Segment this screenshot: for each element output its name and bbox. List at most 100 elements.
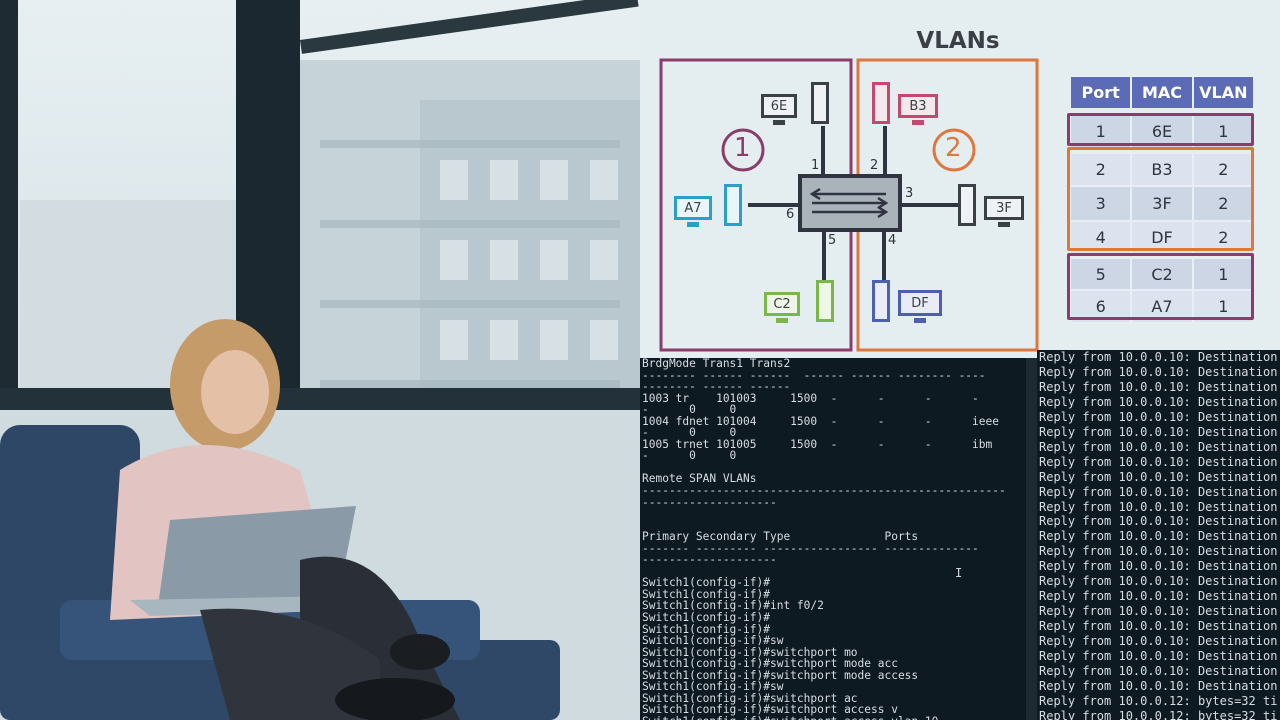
terminal-line: Reply from 10.0.0.10: Destination bbox=[1039, 559, 1278, 574]
table-cell: 3 bbox=[1070, 186, 1132, 221]
host-DF-label: DF bbox=[911, 295, 929, 311]
table-row: 5 C2 1 bbox=[1070, 258, 1254, 290]
table-header-row: Port MAC VLAN bbox=[1070, 76, 1254, 109]
terminal-line: Reply from 10.0.0.10: Destination bbox=[1039, 634, 1278, 649]
terminal-line: Reply from 10.0.0.10: Destination bbox=[1039, 350, 1278, 364]
terminal-line: ------- --------- ----------------- ----… bbox=[642, 541, 979, 555]
terminal-line: Reply from 10.0.0.10: Destination bbox=[1039, 514, 1278, 529]
terminal-line: -------- ------ ------ bbox=[642, 380, 791, 394]
host-6E: 6E bbox=[761, 82, 841, 128]
port-4-label: 4 bbox=[888, 233, 897, 248]
terminal-line: Reply from 10.0.0.10: Destination bbox=[1039, 664, 1278, 679]
terminal-line: - 0 0 bbox=[642, 426, 737, 440]
terminal-line: Switch1(config-if)#switchport mode acces… bbox=[642, 668, 919, 682]
terminal-line: Remote SPAN VLANs bbox=[642, 472, 757, 486]
terminal-line: Primary Secondary Type Ports bbox=[642, 530, 919, 544]
terminal-line: Reply from 10.0.0.10: Destination bbox=[1039, 469, 1278, 484]
monitor-icon: C2 bbox=[764, 292, 800, 316]
port-5-label: 5 bbox=[828, 233, 837, 248]
terminal-line: Switch1(config-if)#switchport access v bbox=[642, 703, 898, 717]
vlan-diagram-panel: 1 2 1 2 3 4 5 6 6E B3 A7 3F C2 DF bbox=[640, 0, 1280, 360]
terminal-divider bbox=[1026, 358, 1037, 720]
port-1-label: 1 bbox=[811, 158, 820, 173]
column-header-port: Port bbox=[1070, 76, 1132, 109]
background-photo bbox=[0, 0, 640, 720]
host-A7: A7 bbox=[674, 184, 754, 230]
terminal-line: Reply from 10.0.0.10: Destination bbox=[1039, 604, 1278, 619]
host-3F-label: 3F bbox=[996, 200, 1012, 216]
column-header-vlan: VLAN bbox=[1192, 76, 1254, 109]
monitor-icon: B3 bbox=[898, 94, 938, 118]
terminal-line: Switch1(config-if)#switchport ac bbox=[642, 691, 858, 705]
terminal-line: 1003 tr 101003 1500 - - - - bbox=[642, 391, 979, 405]
terminal-line: 1004 fdnet 101004 1500 - - - ieee bbox=[642, 414, 999, 428]
monitor-icon: A7 bbox=[674, 196, 712, 220]
terminal-line: Reply from 10.0.0.10: Destination bbox=[1039, 409, 1278, 424]
terminal-line: BrdgMode Trans1 Trans2 bbox=[642, 358, 791, 370]
host-A7-label: A7 bbox=[684, 200, 702, 216]
terminal-line: Reply from 10.0.0.10: Destination bbox=[1039, 379, 1278, 394]
port-3-label: 3 bbox=[905, 186, 914, 201]
terminal-line: Switch1(config-if)# bbox=[642, 611, 770, 625]
monitor-icon: DF bbox=[898, 290, 942, 316]
terminal-line: Reply from 10.0.0.10: Destination bbox=[1039, 424, 1278, 439]
terminal-line: Reply from 10.0.0.10: Destination bbox=[1039, 649, 1278, 664]
terminal-line: Reply from 10.0.0.10: Destination bbox=[1039, 544, 1278, 559]
terminal-line: Reply from 10.0.0.10: Destination bbox=[1039, 678, 1278, 693]
terminal-line: Reply from 10.0.0.10: Destination bbox=[1039, 439, 1278, 454]
terminal-line: ----------------------------------------… bbox=[642, 484, 1006, 498]
table-row: 2 B3 2 bbox=[1070, 153, 1254, 186]
diagram-title: VLANs bbox=[916, 28, 1000, 54]
tower-icon bbox=[811, 82, 829, 124]
table-cell: 3F bbox=[1131, 186, 1193, 221]
table-vlan-1-group bbox=[1067, 113, 1254, 146]
column-header-mac: MAC bbox=[1131, 76, 1193, 109]
port-6-label: 6 bbox=[786, 207, 795, 222]
terminal-line: Reply from 10.0.0.10: Destination bbox=[1039, 529, 1278, 544]
terminal-line: Reply from 10.0.0.10: Destination bbox=[1039, 394, 1278, 409]
monitor-icon: 3F bbox=[984, 196, 1024, 220]
host-C2-label: C2 bbox=[773, 296, 791, 312]
terminal-line: Reply from 10.0.0.12: bytes=32 ti bbox=[1039, 708, 1278, 720]
table-vlan-2-group bbox=[1067, 147, 1254, 251]
terminal-line: Reply from 10.0.0.10: Destination bbox=[1039, 484, 1278, 499]
terminal-line: Switch1(config-if)#switchport mode acc bbox=[642, 657, 898, 671]
table-cell: 1 bbox=[1192, 258, 1254, 290]
host-B3-label: B3 bbox=[909, 98, 927, 114]
switch-icon bbox=[798, 174, 902, 232]
vlan-1-label: 1 bbox=[734, 133, 751, 163]
terminal-line: Reply from 10.0.0.10: Destination bbox=[1039, 364, 1278, 379]
tower-icon bbox=[958, 184, 976, 226]
tower-icon bbox=[872, 82, 890, 124]
terminal-line: Reply from 10.0.0.10: Destination bbox=[1039, 454, 1278, 469]
host-B3: B3 bbox=[872, 82, 952, 128]
terminal-line: -------------------- bbox=[642, 553, 777, 567]
terminal-line: Reply from 10.0.0.10: Destination bbox=[1039, 589, 1278, 604]
tower-icon bbox=[872, 280, 890, 322]
vlan-topology-diagram bbox=[659, 58, 1039, 352]
terminal-line: -------------------- bbox=[642, 495, 777, 509]
table-cell: 2 bbox=[1192, 153, 1254, 186]
terminal-line: Reply from 10.0.0.10: Destination bbox=[1039, 574, 1278, 589]
vlan-1-badge bbox=[721, 128, 765, 172]
switch-console-terminal[interactable]: BrdgMode Trans1 Trans2-------- ------ --… bbox=[640, 358, 1026, 720]
terminal-line bbox=[642, 508, 1026, 520]
terminal-line: - 0 0 bbox=[642, 449, 737, 463]
terminal-line: -------- ------ ------ ------ ------ ---… bbox=[642, 368, 986, 382]
terminal-line: Switch1(config-if)#sw bbox=[642, 634, 784, 648]
table-cell: 2 bbox=[1192, 186, 1254, 221]
terminal-line: Switch1(config-if)# bbox=[642, 622, 770, 636]
terminal-line: Reply from 10.0.0.10: Destination bbox=[1039, 619, 1278, 634]
photo-illustration bbox=[0, 0, 640, 720]
vlan-2-badge bbox=[932, 128, 976, 172]
terminal-line: 1005 trnet 101005 1500 - - - ibm bbox=[642, 437, 993, 451]
tower-icon bbox=[724, 184, 742, 226]
terminal-line: Switch1(config-if)#sw bbox=[642, 680, 784, 694]
terminal-line: Switch1(config-if)#switchport mo bbox=[642, 645, 858, 659]
host-DF: DF bbox=[872, 280, 952, 326]
port-2-label: 2 bbox=[870, 158, 879, 173]
host-3F: 3F bbox=[958, 184, 1038, 230]
table-cell: C2 bbox=[1131, 258, 1193, 290]
terminal-line: Switch1(config-if)# bbox=[642, 587, 770, 601]
